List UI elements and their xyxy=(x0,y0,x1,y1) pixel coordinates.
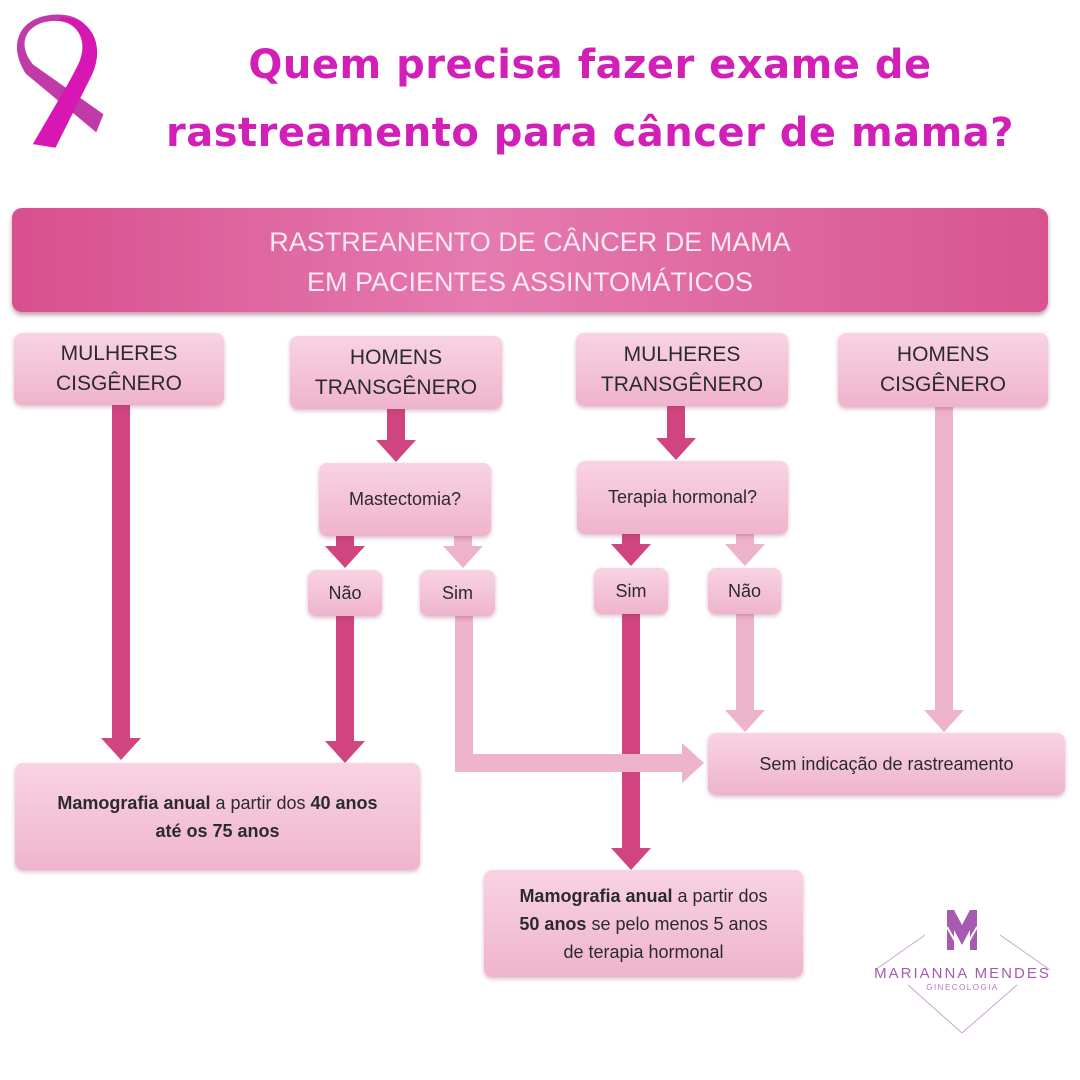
arrow-yes-to-annual50-head xyxy=(611,848,651,870)
result-annual-40: Mamografia anual a partir dos 40 anos até… xyxy=(15,763,420,870)
title-line-1: Quem precisa fazer exame de xyxy=(248,42,932,88)
bold-text: Mamografia anual xyxy=(519,885,673,906)
result-annual-50: Mamografia anual a partir dos 50 anos se … xyxy=(484,870,803,977)
question-mastectomy: Mastectomia? xyxy=(319,463,491,536)
text: a partir dos xyxy=(210,792,311,813)
bold-text: 40 anos xyxy=(310,792,378,813)
bold-text: 50 anos xyxy=(519,913,587,934)
text: de terapia hormonal xyxy=(563,941,724,962)
arrow-no-to-none-head xyxy=(725,710,765,732)
logo-name: MARIANNA MENDES xyxy=(874,965,1051,982)
banner-line-2: EM PACIENTES ASSINTOMÁTICOS xyxy=(306,267,754,297)
arrow-mastectomy-yes-shaft xyxy=(454,536,472,548)
text: a partir dos xyxy=(672,885,768,906)
category-label: TRANSGÊNERO xyxy=(314,375,478,399)
pink-ribbon-icon xyxy=(16,14,104,148)
category-cis-women: MULHERES CISGÊNERO xyxy=(14,333,224,405)
arrow-cis-men-head xyxy=(924,710,964,732)
arrow-hormone-no-head xyxy=(725,544,765,566)
arrow-trans-women-head xyxy=(656,438,696,460)
arrow-cis-women-head xyxy=(101,738,141,760)
arrow-no-to-annual40-head xyxy=(325,741,365,763)
category-trans-women: MULHERES TRANSGÊNERO xyxy=(576,333,788,406)
arrow-yes-to-none-head xyxy=(682,743,704,783)
arrow-yes-to-annual50-shaft xyxy=(622,614,640,850)
bold-text: até os 75 anos xyxy=(155,820,280,841)
category-label: MULHERES xyxy=(623,342,741,366)
logo-diamond-icon xyxy=(874,910,1051,1034)
title-line-2: rastreamento para câncer de mama? xyxy=(166,110,1014,156)
arrow-cis-men-shaft xyxy=(935,407,953,712)
arrow-hormone-yes-shaft xyxy=(622,534,640,546)
question-hormone-therapy: Terapia hormonal? xyxy=(577,461,788,534)
answer-hormone-yes: Sim xyxy=(594,568,668,614)
category-label: HOMENS xyxy=(896,343,990,366)
arrow-hormone-yes-head xyxy=(611,544,651,566)
arrow-no-to-none-shaft xyxy=(736,614,754,712)
arrow-mastectomy-no-shaft xyxy=(336,536,354,548)
arrow-trans-men-head xyxy=(376,440,416,462)
arrow-trans-men-shaft xyxy=(387,409,405,442)
arrow-mastectomy-yes-head xyxy=(443,546,483,568)
arrow-no-to-annual40-shaft xyxy=(336,616,354,743)
brand-logo: MARIANNA MENDES GINECOLOGIA xyxy=(870,905,1055,1035)
answer-hormone-no: Não xyxy=(708,568,781,614)
banner-line-1: RASTREANENTO DE CÂNCER DE MAMA xyxy=(269,227,791,257)
category-label: MULHERES xyxy=(60,342,178,365)
arrow-mastectomy-no-head xyxy=(325,546,365,568)
category-label: HOMENS xyxy=(349,345,443,369)
arrow-yes-to-none-vertical xyxy=(455,616,473,772)
text: se pelo menos 5 anos xyxy=(586,913,768,934)
bold-text: Mamografia anual xyxy=(57,792,211,813)
category-trans-men: HOMENS TRANSGÊNERO xyxy=(290,336,502,409)
answer-mastectomy-no: Não xyxy=(308,570,382,616)
arrow-yes-to-none-horizontal xyxy=(455,754,683,772)
arrow-hormone-no-shaft xyxy=(736,534,754,546)
header-banner: RASTREANENTO DE CÂNCER DE MAMA EM PACIEN… xyxy=(12,208,1048,312)
category-cis-men: HOMENS CISGÊNERO xyxy=(838,333,1048,407)
result-no-screening: Sem indicação de rastreamento xyxy=(708,733,1065,795)
category-label: TRANSGÊNERO xyxy=(600,372,764,396)
category-label: CISGÊNERO xyxy=(55,372,183,395)
arrow-trans-women-shaft xyxy=(667,406,685,440)
logo-subtitle: GINECOLOGIA xyxy=(926,983,999,992)
category-label: CISGÊNERO xyxy=(879,373,1007,396)
arrow-cis-women-shaft xyxy=(112,405,130,740)
answer-mastectomy-yes: Sim xyxy=(420,570,495,616)
